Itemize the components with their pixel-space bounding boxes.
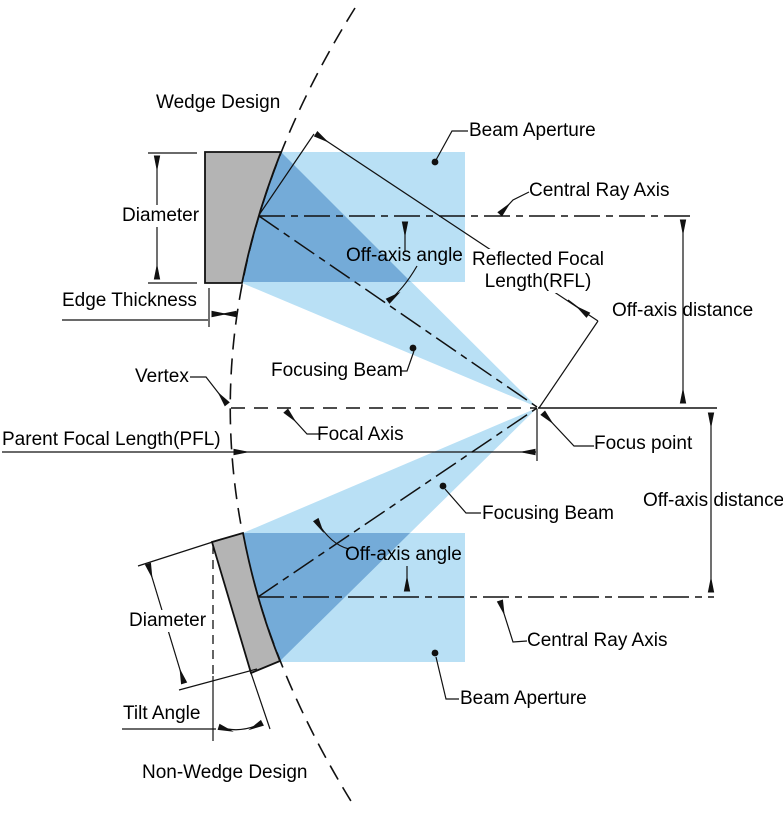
vertex-leader <box>190 376 230 407</box>
tilt-angle-label: Tilt Angle <box>123 703 201 724</box>
off-axis-distance-top-label: Off-axis distance <box>612 300 754 321</box>
off-axis-angle-top-arc <box>385 265 418 304</box>
focusing-centerline-top <box>258 215 538 408</box>
vertex-label: Vertex <box>135 366 189 387</box>
wedge-mirror-shape <box>204 151 283 284</box>
off-axis-angle-bottom-label: Off-axis angle <box>345 544 462 565</box>
beam-aperture-bottom-anchor-dot <box>431 649 439 657</box>
focusing-beam-bottom-leader <box>444 488 481 514</box>
rfl-extension-line-mirror <box>258 133 315 216</box>
beam-overlap-top-region <box>242 152 411 282</box>
non-wedge-mirror-shape <box>210 531 282 675</box>
focusing-centerline-bottom <box>257 407 538 598</box>
off-axis-angle-bottom-arc <box>312 517 350 550</box>
beam-aperture-top-anchor-dot <box>431 158 439 166</box>
focus-point-label: Focus point <box>594 433 693 454</box>
parent-focal-length-label: Parent Focal Length(PFL) <box>2 429 221 450</box>
focus-point-leader <box>540 410 594 447</box>
rfl-extension-line-focus <box>538 320 599 409</box>
wedge-design-title: Wedge Design <box>156 92 281 113</box>
central-ray-axis-top-label: Central Ray Axis <box>529 180 670 201</box>
parent-parabola-curve <box>229 7 356 807</box>
focusing-beam-top-label: Focusing Beam <box>271 360 404 381</box>
focusing-beam-top-anchor-dot <box>409 344 417 352</box>
mirror-backface-extension <box>250 672 271 730</box>
diameter-top-label: Diameter <box>120 205 202 227</box>
beam-aperture-bottom-leader <box>435 656 459 700</box>
beam-aperture-top-label: Beam Aperture <box>469 120 596 141</box>
off-axis-angle-top-label: Off-axis angle <box>346 245 463 266</box>
edge-thickness-label: Edge Thickness <box>62 290 197 311</box>
non-wedge-design-title: Non-Wedge Design <box>142 762 308 783</box>
focal-axis-leader <box>283 408 321 435</box>
reflected-focal-length-label: Reflected Focal Length(RFL) <box>466 249 610 293</box>
tilt-angle-arc <box>217 719 264 732</box>
beam-aperture-top-leader <box>435 130 468 161</box>
rfl-label-leader <box>567 299 591 318</box>
diameter-bottom-ext-upper <box>137 538 223 567</box>
central-ray-axis-bottom-label: Central Ray Axis <box>527 630 668 651</box>
diameter-bottom-ext-lower <box>178 668 258 691</box>
central-ray-axis-top-leader <box>497 191 530 217</box>
off-axis-distance-bottom-label: Off-axis distance <box>643 490 783 511</box>
beam-aperture-bottom-label: Beam Aperture <box>460 688 587 709</box>
focusing-beam-bottom-anchor-dot <box>439 482 447 490</box>
focusing-beam-bottom-label: Focusing Beam <box>482 503 615 524</box>
central-ray-axis-bottom-leader <box>496 599 528 643</box>
diameter-bottom-label: Diameter <box>127 610 209 632</box>
focusing-beam-top-leader <box>400 350 415 372</box>
focal-axis-label: Focal Axis <box>317 424 404 445</box>
